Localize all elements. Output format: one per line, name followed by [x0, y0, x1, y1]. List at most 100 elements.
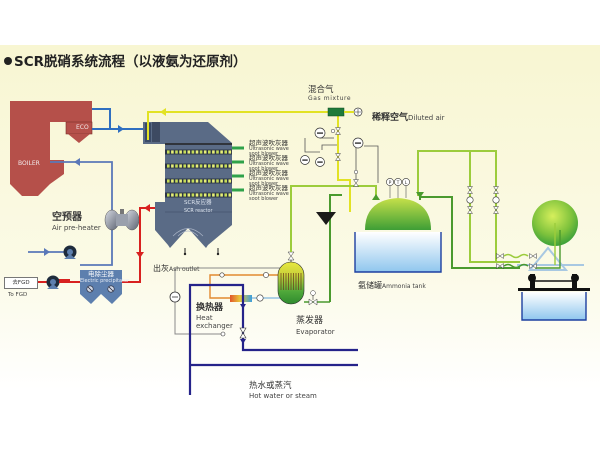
catalyst-block — [208, 179, 211, 183]
ammonia-tank-label-en: Ammonia tank — [382, 283, 426, 290]
pressure-gauge — [300, 155, 310, 165]
gas-line-valve — [335, 127, 341, 135]
heat-exchanger-label-zh: 换热器 — [196, 303, 224, 313]
catalyst-block — [228, 193, 232, 197]
catalyst-layer — [165, 149, 232, 155]
catalyst-block — [203, 179, 207, 183]
ash-instrument-line — [174, 267, 286, 335]
catalyst-block — [167, 193, 170, 197]
pressure-gauge — [315, 157, 325, 167]
catalyst-block — [175, 150, 178, 154]
catalyst-block — [179, 179, 182, 183]
catalyst-block — [195, 179, 199, 183]
air-preheater-label-zh: 空预器 — [52, 212, 82, 223]
catalyst-block — [203, 150, 207, 154]
electric-precipitator — [80, 270, 122, 304]
tank-instrument-t: T — [394, 178, 402, 186]
diluted-air-label: 稀释空气Diluted air — [372, 107, 445, 124]
flow-meter-ash — [169, 291, 181, 303]
catalyst-block — [171, 164, 174, 168]
evaporator-outlet-valve — [304, 290, 330, 306]
catalyst-block — [224, 164, 227, 168]
unloading-valve — [529, 253, 537, 259]
isolation-valve — [467, 186, 473, 194]
catalyst-block — [224, 150, 227, 154]
catalyst-block — [183, 164, 186, 168]
soot-blower-label-zh: 超声波吹灰器 — [249, 154, 288, 162]
soot-blower-label-zh: 超声波吹灰器 — [249, 184, 288, 192]
soot-blower-label-en: Ultrasonic wave — [249, 145, 289, 152]
diagram-title: SCR脱硝系统流程（以液氨为还原剂） — [4, 50, 247, 70]
hot-water-label-zh: 热水或蒸汽 — [249, 381, 292, 391]
flow-meter — [466, 196, 474, 204]
catalyst-block — [187, 150, 191, 154]
catalyst-block — [220, 179, 223, 183]
scr-reactor — [143, 122, 232, 256]
catalyst-block — [175, 193, 178, 197]
ammonia-unloading-station — [517, 200, 590, 321]
eco-label: ECO — [76, 124, 89, 131]
catalyst-block — [220, 150, 223, 154]
catalyst-block — [199, 179, 203, 183]
hx-pump-icon — [256, 294, 264, 302]
catalyst-block — [175, 179, 178, 183]
catalyst-block — [179, 164, 182, 168]
tank-instrument-p: P — [386, 178, 394, 186]
catalyst-block — [171, 179, 174, 183]
evaporator-label-en: Evaporator — [296, 328, 335, 336]
evaporator — [277, 251, 305, 305]
heat-exchanger-label-en-2: exchanger — [196, 322, 233, 330]
isolation-valve — [467, 206, 473, 214]
flow-meter — [492, 196, 500, 204]
soot-blower-nozzle — [232, 146, 244, 150]
catalyst-block — [171, 193, 174, 197]
orange-loop-gauge-1 — [219, 272, 225, 278]
catalyst-block — [167, 150, 170, 154]
gas-mixture-line — [147, 108, 351, 212]
catalyst-block — [191, 193, 195, 197]
catalyst-block — [199, 193, 203, 197]
ammonia-tank-label: 氨储罐Ammonia tank — [358, 275, 426, 292]
catalyst-block — [187, 164, 191, 168]
pressure-gauge — [314, 127, 326, 139]
hot-water-valve — [239, 327, 247, 339]
soot-blower-label-en-2: soot blower — [249, 196, 279, 203]
scr-reactor-label-en: SCR reactor — [184, 209, 213, 214]
soot-blower-label-zh: 超声波吹灰器 — [249, 169, 288, 177]
catalyst-block — [167, 179, 170, 183]
precipitator-label-zh: 电除尘器 — [88, 270, 114, 278]
svg-text:T: T — [396, 180, 400, 186]
unloading-valve — [529, 263, 537, 269]
catalyst-block — [199, 150, 203, 154]
catalyst-block — [224, 193, 227, 197]
catalyst-block — [195, 164, 199, 168]
catalyst-block — [171, 150, 174, 154]
hot-water-steam-line — [188, 283, 358, 395]
ash-outlet-label-en: Ash outlet — [169, 266, 200, 273]
catalyst-block — [203, 164, 207, 168]
ammonia-feed-marker — [316, 212, 336, 225]
catalyst-block — [208, 193, 211, 197]
catalyst-block — [212, 193, 215, 197]
heat-exchanger-label-en-1: Heat — [196, 314, 213, 322]
forced-draft-fan — [63, 245, 77, 259]
catalyst-block — [224, 179, 227, 183]
catalyst-block — [199, 164, 203, 168]
ammonia-tank-label-zh: 氨储罐 — [358, 281, 382, 290]
soot-blower-nozzle — [232, 174, 244, 178]
catalyst-block — [228, 164, 232, 168]
catalyst-block — [228, 179, 232, 183]
diluted-air-label-en: Diluted air — [408, 114, 445, 122]
catalyst-block — [183, 179, 186, 183]
catalyst-block — [216, 164, 219, 168]
unloading-valve — [496, 263, 504, 269]
catalyst-layer — [165, 178, 232, 184]
ammonia-storage-tank — [354, 185, 442, 273]
heat-exchanger — [230, 295, 252, 302]
tank-instrument-l: L — [402, 178, 410, 186]
